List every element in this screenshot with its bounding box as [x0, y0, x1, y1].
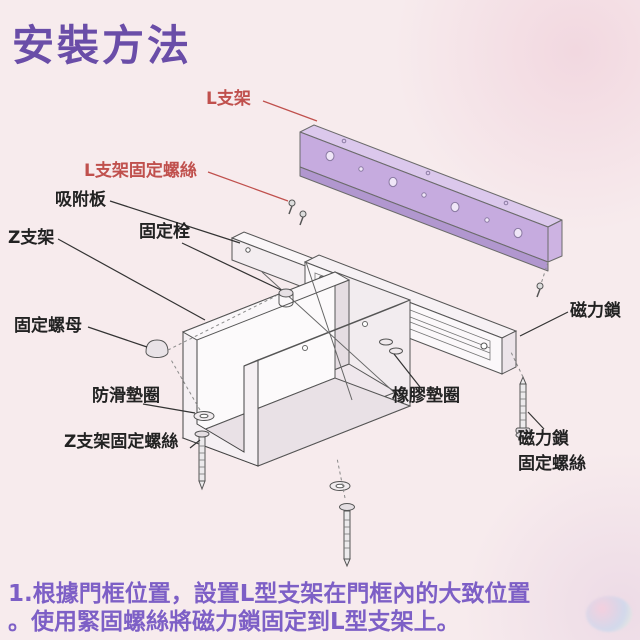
leader-l-bracket-screw: [207, 171, 289, 202]
fixing-nut-drawing: [145, 339, 169, 358]
label-z-bracket: Z支架: [8, 228, 55, 248]
label-z-bracket-screw: Z支架固定螺絲: [64, 432, 179, 452]
leader-rubber-washer: [393, 353, 421, 388]
l-bracket-screws-drawing: [288, 199, 544, 298]
leader-lines: [57, 100, 569, 449]
page-title: 安裝方法: [12, 21, 193, 70]
label-magnetic-lock-screw-line2: 固定螺絲: [518, 454, 586, 474]
label-l-bracket: L支架: [206, 89, 251, 109]
instruction-text: 1.根據門框位置，設置L型支架在門框內的大致位置 。使用緊固螺絲將磁力鎖固定到L…: [8, 580, 636, 636]
l-bracket-drawing: [299, 124, 563, 272]
label-magnetic-lock-screw-line1: 磁力鎖: [518, 429, 569, 449]
leader-adsorption-plate: [109, 200, 241, 244]
label-fixing-pin: 固定栓: [139, 222, 190, 242]
label-magnetic-lock: 磁力鎖: [570, 301, 621, 321]
label-rubber-washer: 橡膠墊圈: [392, 386, 460, 406]
label-antislip-washer: 防滑墊圈: [92, 386, 160, 406]
alignment-dashed-lines: [167, 261, 549, 499]
leader-fixing-pin: [181, 242, 282, 291]
z-bracket-drawing: [181, 271, 412, 467]
label-adsorption-plate: 吸附板: [55, 190, 106, 210]
label-fixing-nut: 固定螺母: [14, 316, 82, 336]
leader-antislip-washer: [142, 403, 196, 414]
instruction-line-2: 。使用緊固螺絲將磁力鎖固定到L型支架上。: [8, 609, 460, 636]
label-l-bracket-screw: L支架固定螺絲: [84, 161, 197, 181]
fixing-pin-drawing: [261, 261, 397, 401]
instruction-line-1: 1.根據門框位置，設置L型支架在門框內的大致位置: [8, 581, 531, 607]
washers-and-screws-drawing: [193, 338, 531, 568]
leader-z-bracket-screw: [189, 439, 201, 449]
watermark-logo: [586, 596, 632, 632]
leader-z-bracket: [57, 238, 206, 321]
leader-magnetic-lock-screw: [527, 411, 545, 430]
leader-l-bracket: [262, 100, 318, 122]
leader-magnetic-lock: [519, 311, 569, 337]
leader-fixing-nut: [87, 326, 148, 348]
